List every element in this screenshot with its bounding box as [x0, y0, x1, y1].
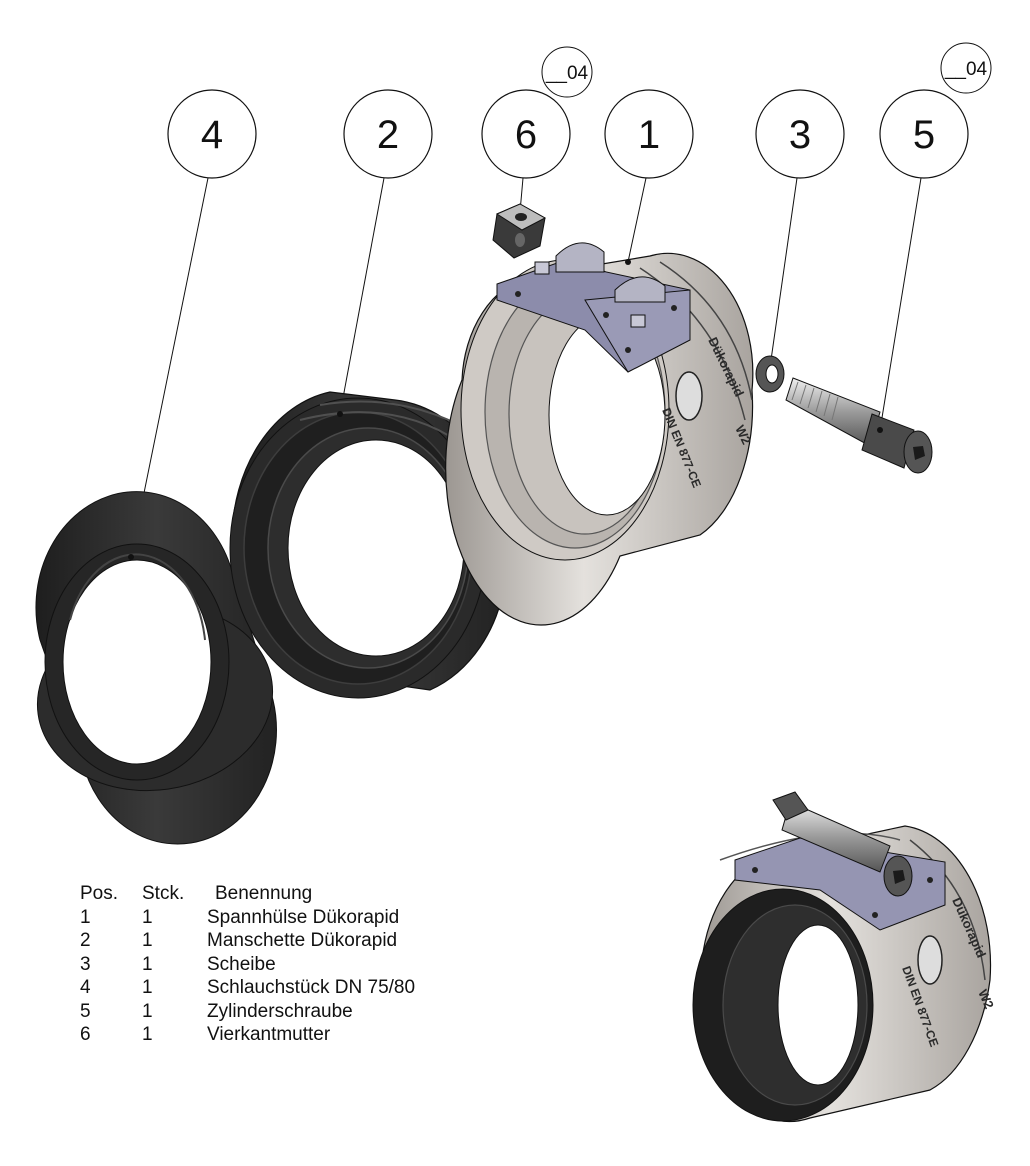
- parts-list-row: 4 1 Schlauchstück DN 75/80: [80, 976, 415, 1000]
- row-name: Manschette Dükorapid: [207, 930, 398, 951]
- row-qty: 1: [142, 1000, 153, 1022]
- parts-list-row: 6 1 Vierkantmutter: [80, 1023, 415, 1047]
- row-name: Vierkantmutter: [207, 1024, 331, 1045]
- balloon-4-label: 4: [201, 113, 223, 157]
- part-4-hose-piece: [35, 491, 277, 845]
- row-qty: 1: [142, 1024, 153, 1045]
- leader-line-1: [627, 177, 647, 263]
- parts-list-row: 3 1 Scheibe: [80, 953, 415, 977]
- row-name: Spannhülse Dükorapid: [207, 906, 400, 928]
- part-3-washer: [755, 355, 785, 393]
- parts-list-row: 5 1 Zylinderschraube: [80, 1000, 415, 1024]
- balloon-4: 4: [167, 89, 257, 179]
- part-6-square-nut: [492, 203, 547, 259]
- balloon-6-label: 6: [515, 113, 537, 157]
- row-pos: 3: [80, 953, 91, 975]
- parts-list-header: Pos. Stck. Benennung: [80, 882, 415, 906]
- balloon-2: 2: [343, 89, 433, 179]
- assembled-coupling-view: Dükorapid W2 DIN EN 877-CE: [692, 791, 997, 1123]
- row-pos: 5: [80, 1000, 91, 1022]
- row-name: Scheibe: [207, 953, 276, 975]
- parts-list-row: 2 1 Manschette Dükorapid: [80, 929, 415, 953]
- part-2-sleeve: [229, 391, 509, 699]
- parts-list: Pos. Stck. Benennung 1 1 Spannhülse Düko…: [80, 882, 415, 1047]
- row-name: Schlauchstück DN 75/80: [207, 977, 416, 998]
- row-qty: 1: [142, 930, 153, 951]
- revision-tag-6-label: __04: [545, 63, 589, 84]
- leader-line-2: [339, 177, 385, 415]
- header-pos: Pos.: [80, 883, 119, 904]
- header-qty: Stck.: [142, 883, 185, 904]
- balloon-3-label: 3: [789, 113, 811, 157]
- revision-tag-6: __04: [541, 46, 593, 98]
- row-pos: 2: [80, 930, 91, 951]
- header-name: Benennung: [215, 883, 313, 904]
- balloon-1: 1: [604, 89, 694, 179]
- parts-list-row: 1 1 Spannhülse Dükorapid: [80, 906, 415, 930]
- row-name: Zylinderschraube: [207, 1000, 353, 1022]
- balloon-5-label: 5: [913, 113, 935, 157]
- assembled-suffix-marking: W2: [975, 987, 997, 1011]
- row-pos: 4: [80, 977, 91, 998]
- part-5-cylinder-screw: [785, 377, 933, 474]
- leader-line-5: [879, 177, 922, 431]
- leader-line-3: [770, 177, 798, 361]
- balloon-5: 5: [879, 89, 969, 179]
- row-pos: 1: [80, 906, 91, 928]
- revision-tag-5-label: __04: [944, 59, 988, 80]
- part-1-clamping-sleeve: Dükorapid W2 DIN EN 877-CE: [445, 242, 754, 626]
- row-qty: 1: [142, 953, 153, 975]
- row-qty: 1: [142, 977, 153, 998]
- row-qty: 1: [142, 906, 153, 928]
- row-pos: 6: [80, 1024, 91, 1045]
- revision-tag-5: __04: [940, 42, 992, 94]
- balloon-3: 3: [755, 89, 845, 179]
- balloon-2-label: 2: [377, 113, 399, 157]
- balloon-1-label: 1: [638, 113, 660, 157]
- balloon-6: 6: [481, 89, 571, 179]
